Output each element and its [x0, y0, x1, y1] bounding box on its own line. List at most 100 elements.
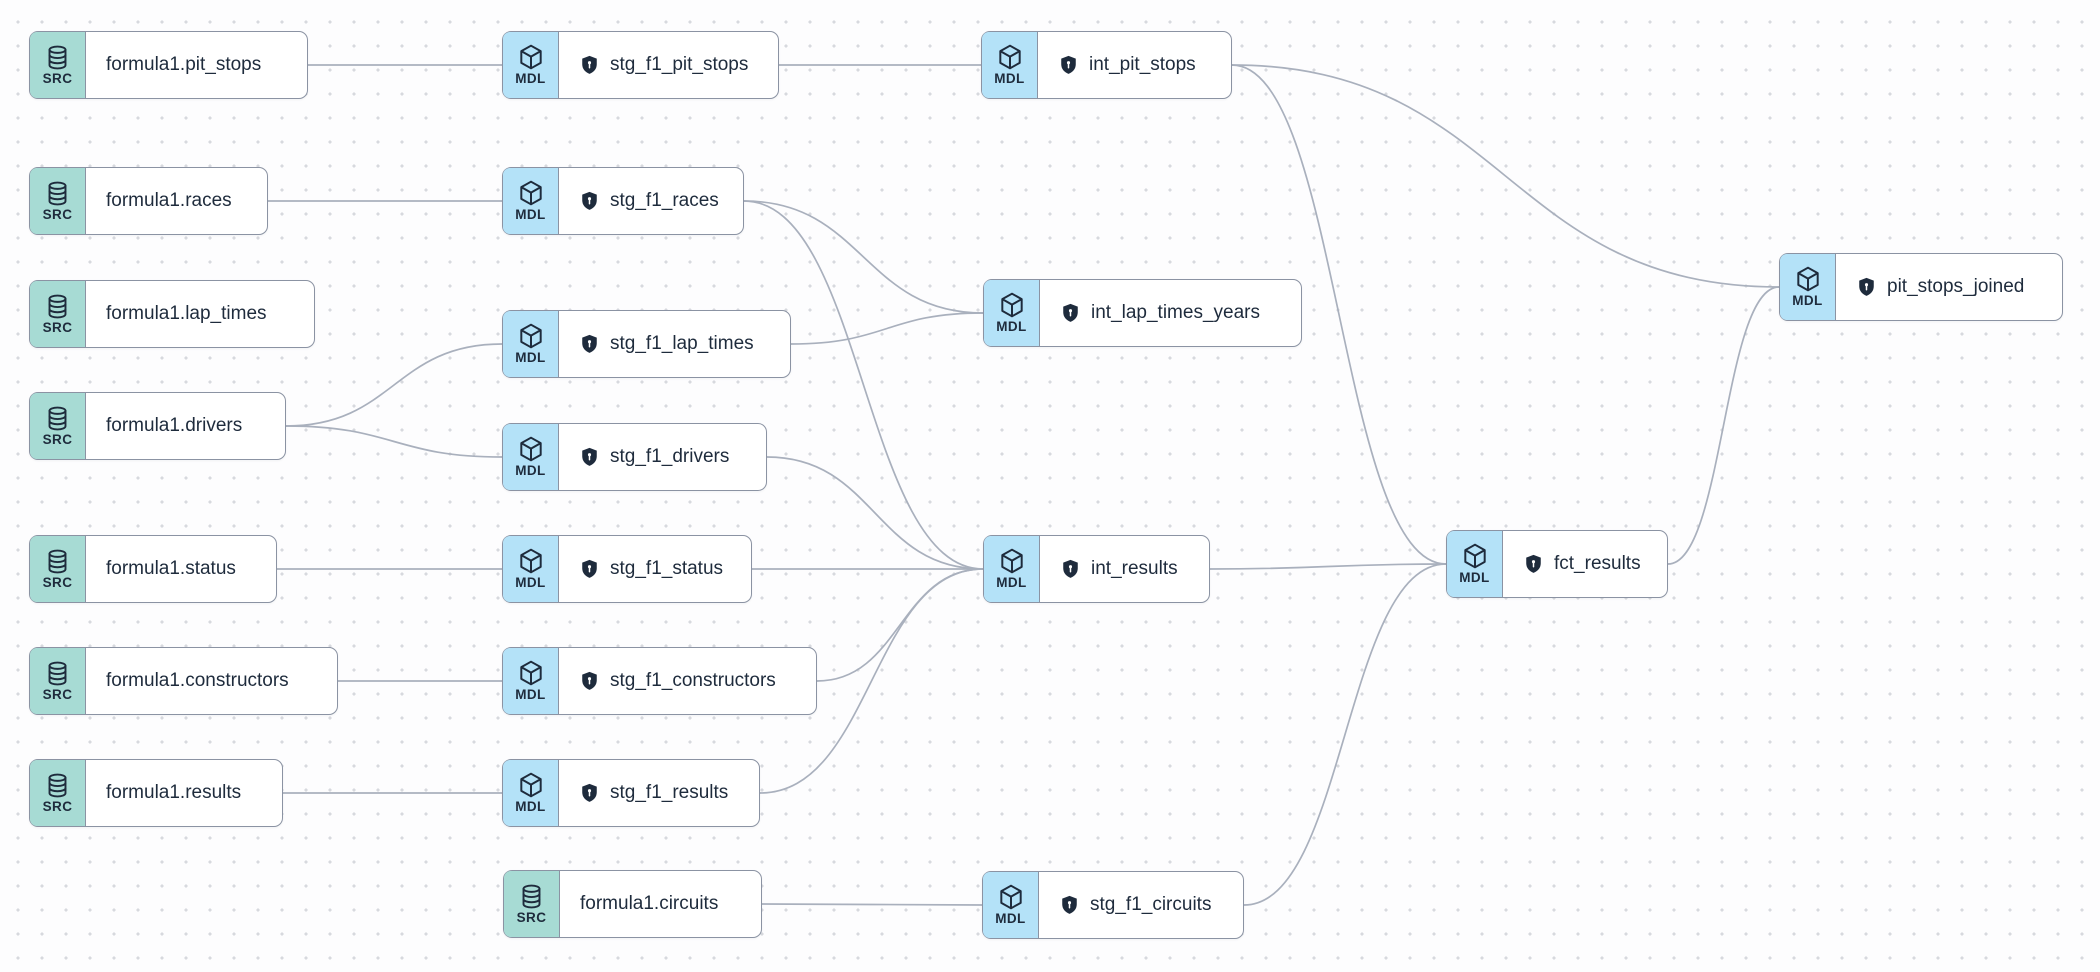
lineage-node-stg_f1_drivers[interactable]: MDL stg_f1_drivers [502, 423, 767, 491]
lineage-node-formula1.constructors[interactable]: SRC formula1.constructors [29, 647, 338, 715]
node-label: stg_f1_circuits [1090, 894, 1212, 915]
node-label: int_pit_stops [1089, 54, 1196, 75]
model-type-badge: MDL [1447, 531, 1503, 597]
node-type-tag: MDL [996, 575, 1027, 591]
node-type-tag: MDL [515, 71, 546, 87]
node-label: formula1.constructors [106, 670, 289, 691]
cube-icon [517, 771, 545, 799]
shield-icon [579, 782, 600, 804]
cube-icon [517, 659, 545, 687]
lineage-edge-formula1.drivers-to-stg_f1_lap_times [285, 343, 503, 427]
node-label: formula1.lap_times [106, 303, 267, 324]
cube-icon [517, 179, 545, 207]
cube-icon [517, 322, 545, 350]
lineage-node-stg_f1_circuits[interactable]: MDL stg_f1_circuits [982, 871, 1244, 939]
database-icon [44, 405, 71, 432]
node-label: formula1.races [106, 190, 232, 211]
database-icon [44, 772, 71, 799]
lineage-edge-formula1.drivers-to-stg_f1_drivers [285, 425, 503, 458]
shield-icon [579, 446, 600, 468]
node-body: formula1.pit_stops [86, 32, 307, 98]
shield-icon [1060, 302, 1081, 324]
node-type-tag: MDL [515, 463, 546, 479]
cube-icon [998, 547, 1026, 575]
node-label: formula1.pit_stops [106, 54, 262, 75]
cube-icon [1794, 265, 1822, 293]
node-label: int_results [1091, 558, 1178, 579]
lineage-edge-stg_f1_drivers-to-int_results [766, 456, 984, 570]
lineage-edge-int_pit_stops-to-fct_results [1231, 64, 1447, 565]
model-type-badge: MDL [984, 280, 1040, 346]
node-type-tag: MDL [515, 799, 546, 815]
lineage-node-formula1.circuits[interactable]: SRC formula1.circuits [503, 870, 762, 938]
lineage-edge-stg_f1_races-to-int_results [743, 200, 984, 570]
node-label: stg_f1_constructors [610, 670, 776, 691]
node-body: formula1.lap_times [86, 281, 314, 347]
node-type-tag: SRC [516, 909, 547, 925]
lineage-node-int_results[interactable]: MDL int_results [983, 535, 1210, 603]
node-label: formula1.circuits [580, 893, 719, 914]
node-label: stg_f1_pit_stops [610, 54, 749, 75]
lineage-node-pit_stops_joined[interactable]: MDL pit_stops_joined [1779, 253, 2063, 321]
database-icon [44, 180, 71, 207]
node-type-tag: SRC [42, 319, 73, 335]
node-body: stg_f1_constructors [559, 648, 816, 714]
node-body: stg_f1_status [559, 536, 751, 602]
lineage-node-formula1.pit_stops[interactable]: SRC formula1.pit_stops [29, 31, 308, 99]
lineage-node-stg_f1_constructors[interactable]: MDL stg_f1_constructors [502, 647, 817, 715]
node-label: pit_stops_joined [1887, 276, 2025, 297]
node-type-tag: MDL [996, 319, 1027, 335]
cube-icon [517, 43, 545, 71]
source-type-badge: SRC [30, 648, 86, 714]
node-label: stg_f1_races [610, 190, 719, 211]
lineage-node-stg_f1_races[interactable]: MDL stg_f1_races [502, 167, 744, 235]
lineage-node-stg_f1_pit_stops[interactable]: MDL stg_f1_pit_stops [502, 31, 779, 99]
source-type-badge: SRC [30, 536, 86, 602]
model-type-badge: MDL [503, 760, 559, 826]
node-body: formula1.races [86, 168, 267, 234]
node-type-tag: SRC [42, 70, 73, 86]
source-type-badge: SRC [30, 281, 86, 347]
node-body: stg_f1_lap_times [559, 311, 790, 377]
node-type-tag: MDL [515, 207, 546, 223]
node-type-tag: SRC [42, 206, 73, 222]
lineage-node-formula1.races[interactable]: SRC formula1.races [29, 167, 268, 235]
shield-icon [1059, 894, 1080, 916]
shield-icon [1058, 54, 1079, 76]
database-icon [44, 660, 71, 687]
node-body: stg_f1_results [559, 760, 759, 826]
node-label: stg_f1_drivers [610, 446, 730, 467]
node-body: stg_f1_drivers [559, 424, 766, 490]
model-type-badge: MDL [503, 424, 559, 490]
node-label: formula1.results [106, 782, 242, 803]
node-label: stg_f1_lap_times [610, 333, 754, 354]
lineage-edge-formula1.circuits-to-stg_f1_circuits [761, 903, 983, 906]
model-type-badge: MDL [1780, 254, 1836, 320]
cube-icon [517, 435, 545, 463]
model-type-badge: MDL [983, 872, 1039, 938]
cube-icon [996, 43, 1024, 71]
node-label: stg_f1_status [610, 558, 724, 579]
node-body: stg_f1_circuits [1039, 872, 1243, 938]
lineage-edge-int_pit_stops-to-pit_stops_joined [1231, 64, 1780, 288]
lineage-node-formula1.lap_times[interactable]: SRC formula1.lap_times [29, 280, 315, 348]
node-body: int_results [1040, 536, 1209, 602]
database-icon [44, 548, 71, 575]
shield-icon [579, 333, 600, 355]
model-type-badge: MDL [503, 648, 559, 714]
lineage-edge-fct_results-to-pit_stops_joined [1667, 286, 1780, 565]
lineage-node-stg_f1_results[interactable]: MDL stg_f1_results [502, 759, 760, 827]
node-type-tag: SRC [42, 686, 73, 702]
source-type-badge: SRC [30, 393, 86, 459]
node-body: formula1.constructors [86, 648, 337, 714]
node-type-tag: MDL [515, 687, 546, 703]
